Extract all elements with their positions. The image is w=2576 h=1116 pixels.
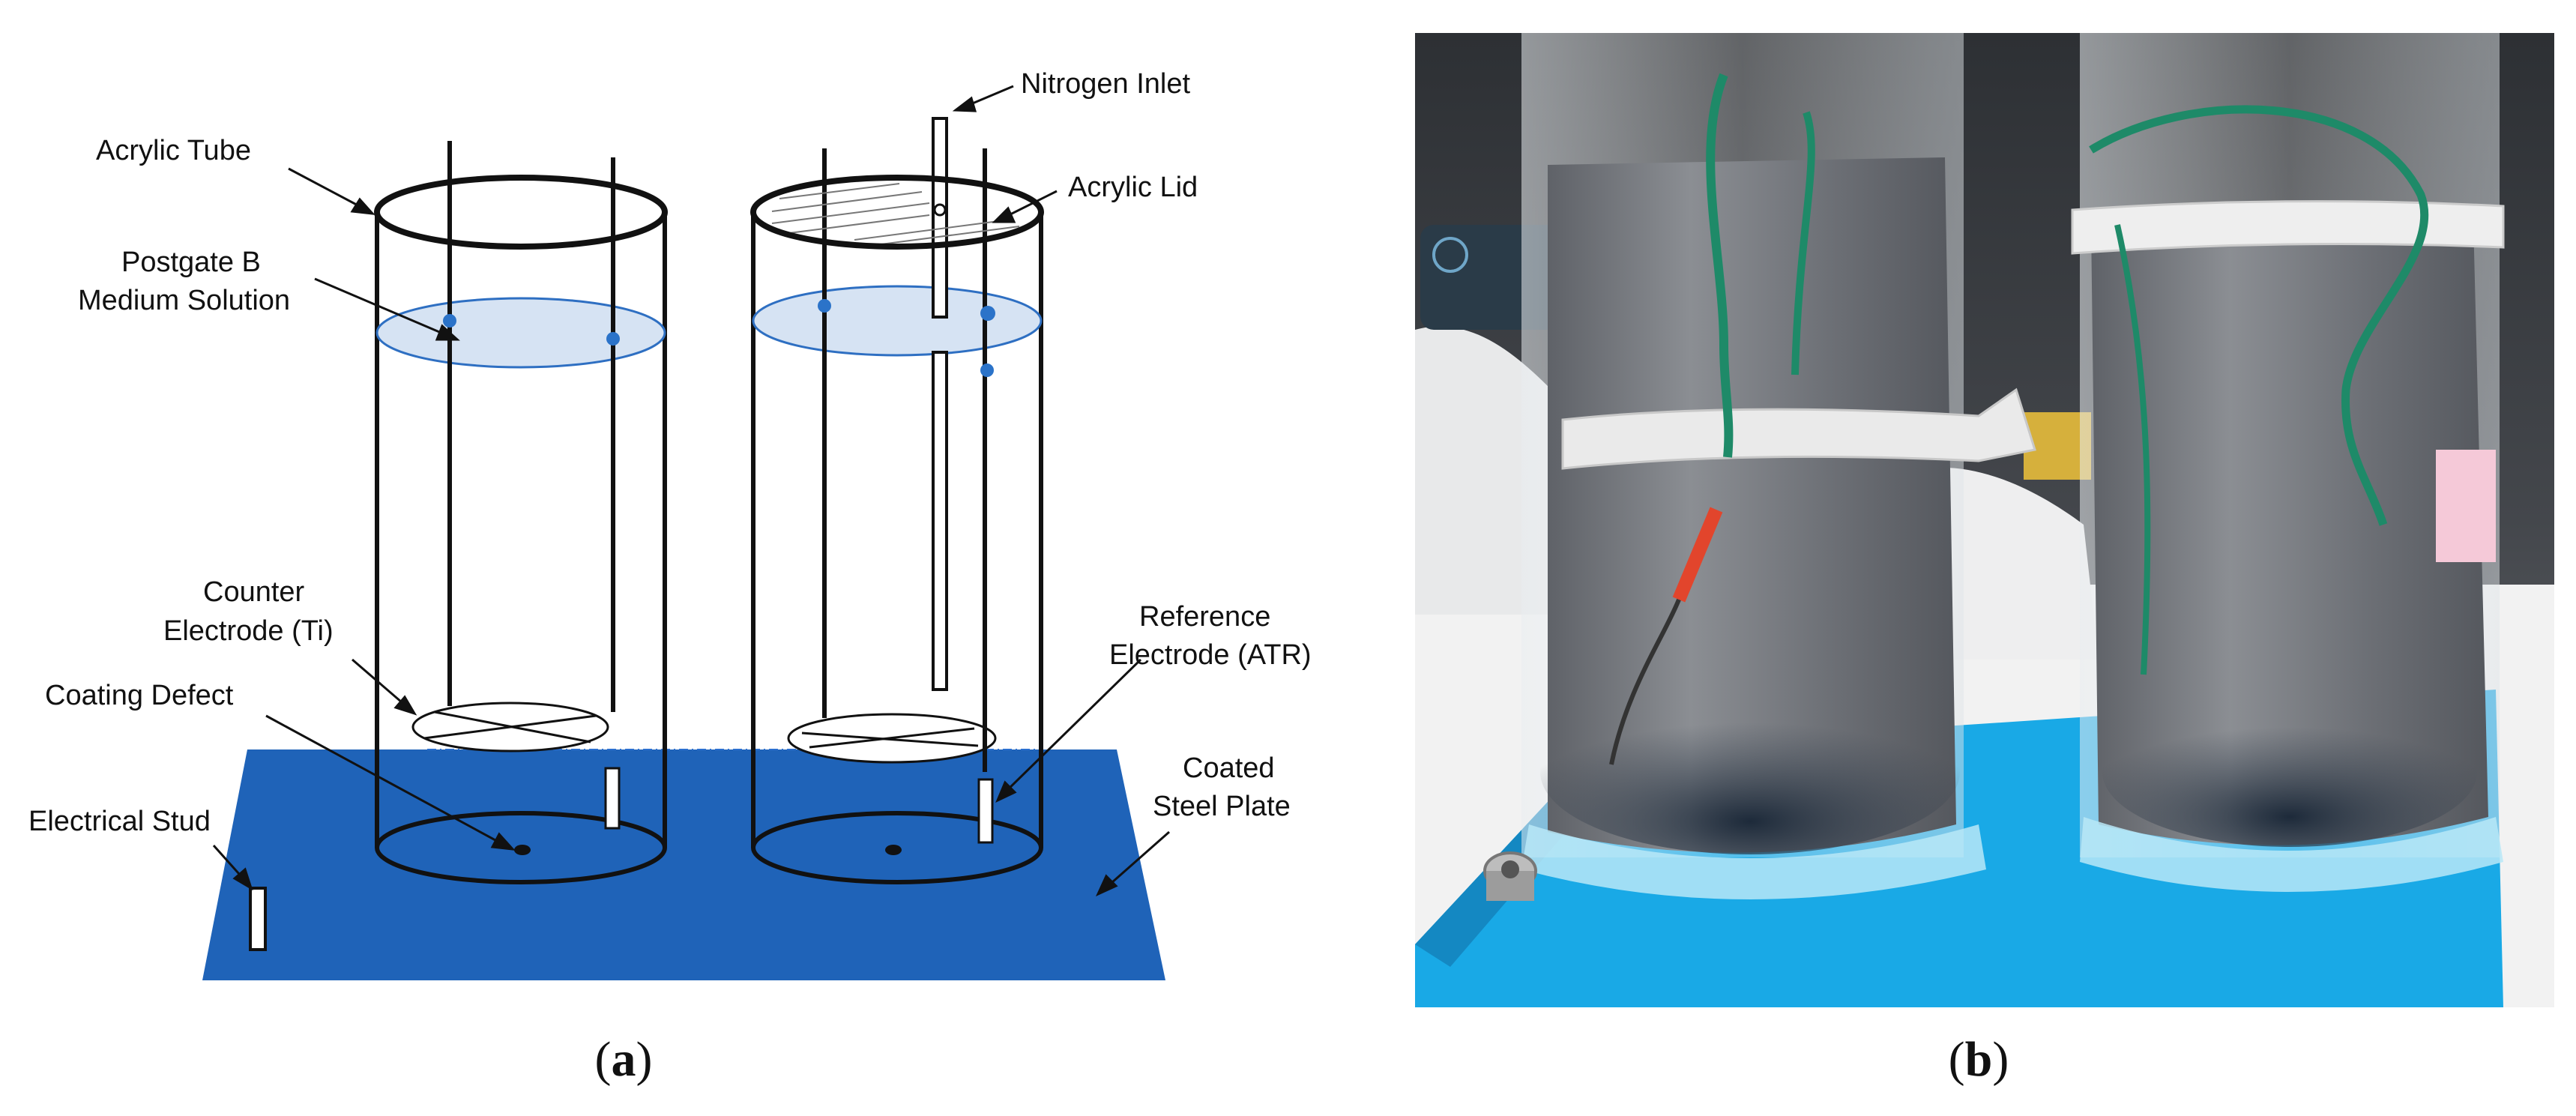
postgate-label-line2: Medium Solution: [78, 285, 290, 316]
left-second-wire-dot: [606, 332, 620, 346]
right-mesh-cross-a: [801, 732, 979, 747]
photo-panel: (b): [1415, 33, 2554, 1087]
photo-instrument-dial: [1432, 237, 1468, 273]
left-tube-rim: [374, 175, 668, 250]
reference-electrode-tip: [977, 778, 994, 844]
panel-a-letter: a: [612, 1032, 636, 1087]
right-counter-wire-dot: [818, 299, 831, 313]
counter-electrode-cross-b: [434, 711, 591, 744]
panel-b-letter: b: [1965, 1032, 1993, 1087]
photo-right-green-wire-2: [2114, 224, 2151, 675]
photo-left-dark-bottom: [1540, 690, 1960, 854]
left-reference-tip: [604, 767, 621, 830]
left-solution-surface: [375, 297, 666, 369]
photo-right-liquid: [2091, 221, 2488, 845]
coating-defect-dot: [514, 845, 531, 855]
photo-left-green-wire-2: [1791, 111, 1815, 375]
coated-label-line1: Coated: [1183, 752, 1275, 784]
acrylic-lid-label: Acrylic Lid: [1068, 172, 1198, 203]
photo-dark-wire: [1609, 598, 1681, 765]
panel-a-label: (a): [595, 1032, 653, 1087]
panel-b-close-paren: ): [1992, 1032, 2009, 1087]
coating-defect-label: Coating Defect: [45, 680, 234, 711]
right-reference-dot-1: [980, 306, 995, 321]
photo-pink-label: [2436, 450, 2496, 562]
photo-right-dark-bottom: [2102, 697, 2477, 847]
postgate-label-line1: Postgate B: [121, 247, 261, 278]
right-solution-surface: [752, 285, 1043, 357]
nitrogen-inlet-label: Nitrogen Inlet: [1021, 68, 1190, 100]
electrical-stud: [249, 887, 267, 951]
electrical-stud-label: Electrical Stud: [28, 806, 211, 837]
coated-label-line2: Steel Plate: [1153, 791, 1291, 822]
photo-left-liquid: [1548, 157, 1956, 853]
photo-right-tube: [2071, 33, 2505, 892]
acrylic-tube-label: Acrylic Tube: [96, 135, 251, 166]
reference-label-line1: Reference: [1139, 601, 1270, 633]
pointer-arrows: [212, 85, 1170, 897]
nitrogen-inlet-tube-lower: [932, 351, 948, 691]
right-coating-defect-dot: [885, 845, 902, 855]
nitrogen-inlet-tube-upper: [932, 117, 948, 319]
panel-b-label: (b): [1949, 1032, 2009, 1087]
photo-right-ring: [2071, 200, 2505, 255]
right-reference-dot-2: [980, 364, 994, 377]
panel-a-close-paren: ): [636, 1032, 653, 1087]
photo-cable-tie: [1561, 387, 2036, 470]
counter-label-line1: Counter: [203, 576, 305, 608]
photo-right-green-wire: [2089, 105, 2429, 526]
photo-left-tube: [1521, 33, 2036, 899]
panel-b-open-paren: (: [1949, 1032, 1965, 1087]
photo-left-sealant: [1521, 824, 1986, 899]
photo-paper-towel: [1415, 326, 1551, 615]
coated-steel-plate: [202, 749, 1165, 980]
photo-left-green-wire: [1706, 73, 1734, 458]
counter-wire-dot: [443, 314, 456, 328]
acrylic-lid-hatching: [771, 183, 1020, 247]
right-cylinder: [750, 117, 1044, 884]
right-mesh-cross-b: [809, 727, 975, 749]
schematic-panel: Acrylic Tube Postgate B Medium Solution …: [28, 68, 1312, 1087]
left-cylinder: [374, 141, 668, 884]
reference-label-line2: Electrode (ATR): [1109, 639, 1312, 671]
nitrogen-inlet-port: [933, 203, 947, 217]
counter-label-line2: Electrode (Ti): [163, 615, 334, 647]
photo-stud-hex: [1501, 860, 1519, 878]
right-tube-rim: [750, 175, 1044, 250]
photo-right-sealant: [2080, 817, 2503, 892]
photo-red-wire: [1672, 507, 1723, 603]
panel-a-open-paren: (: [595, 1032, 612, 1087]
